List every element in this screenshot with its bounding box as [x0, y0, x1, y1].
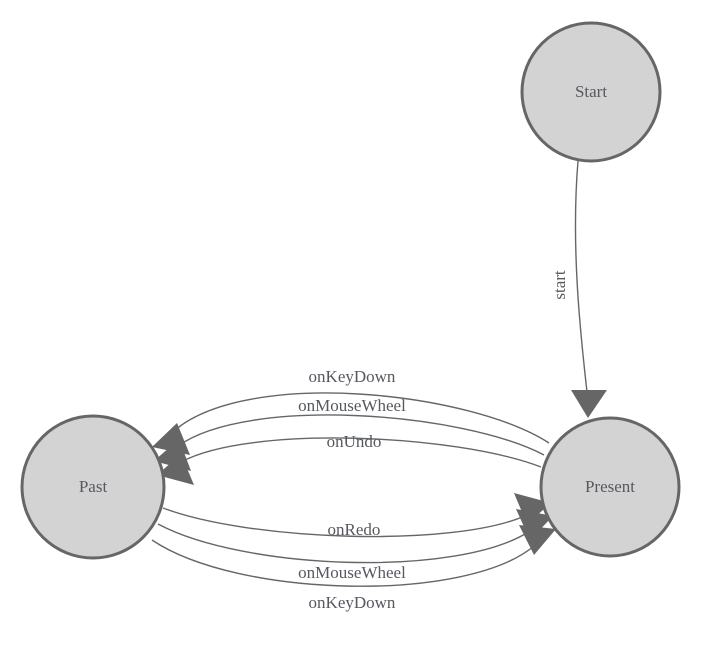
edge-wheel-down-path: [157, 523, 531, 564]
node-present-circle: [539, 416, 681, 558]
edge-keydown-down[interactable]: [151, 525, 556, 587]
edge-redo-path: [162, 507, 528, 538]
edge-keydown-down-arrowhead: [519, 525, 556, 555]
node-start-label: Start: [575, 82, 607, 101]
edge-start-arrowhead: [571, 390, 607, 418]
node-past-circle: [20, 414, 166, 560]
node-present[interactable]: Present: [539, 416, 681, 558]
node-past-label: Past: [79, 477, 108, 496]
edge-wheel-up-path: [177, 414, 545, 456]
edge-start[interactable]: [571, 160, 607, 418]
edge-undo-arrowhead: [157, 454, 194, 485]
edge-label-keydown-up: onKeyDown: [309, 367, 396, 386]
edge-keydown-up-path: [174, 392, 550, 444]
edge-wheel-down-arrowhead: [516, 509, 553, 540]
edge-label-start: start: [550, 270, 569, 300]
edge-label-redo: onRedo: [328, 520, 381, 539]
edge-label-wheel-down: onMouseWheel: [298, 563, 406, 582]
node-past[interactable]: Past: [20, 414, 166, 560]
edge-label-undo: onUndo: [327, 432, 382, 451]
edge-label-wheel-up: onMouseWheel: [298, 396, 406, 415]
edge-start-path: [574, 160, 588, 393]
edge-undo[interactable]: [157, 437, 542, 485]
edge-wheel-down[interactable]: [157, 509, 553, 564]
node-start[interactable]: Start: [520, 21, 662, 163]
node-present-label: Present: [585, 477, 635, 496]
edge-undo-path: [180, 437, 542, 468]
node-start-circle: [520, 21, 662, 163]
edge-label-keydown-down: onKeyDown: [309, 593, 396, 612]
edge-keydown-down-path: [151, 539, 535, 587]
